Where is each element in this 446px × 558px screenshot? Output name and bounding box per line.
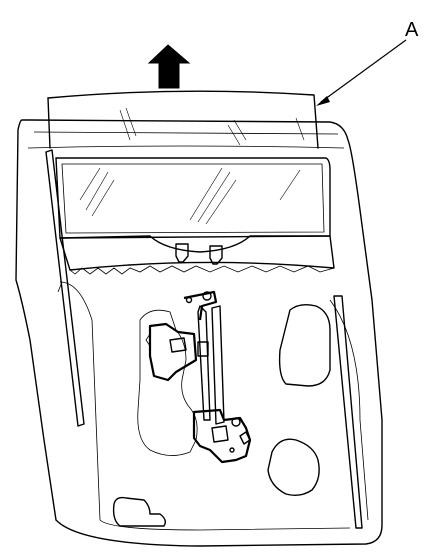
- callout-label-a: A: [405, 19, 419, 41]
- front-glass-run-channel: [45, 149, 85, 427]
- service-hole-large-center: [137, 309, 198, 456]
- callout-leader-line: [316, 39, 407, 106]
- window-reflection-lines: [79, 167, 301, 225]
- glass-mounting-bracket-right: [209, 245, 223, 265]
- door-glass-panel: [47, 90, 319, 149]
- inner-panel-contours: [57, 281, 369, 531]
- window-opening-frame: [55, 157, 331, 239]
- glass-reflection-lines: [119, 107, 305, 146]
- rear-glass-run-channel: [333, 295, 363, 529]
- glass-lower-edge: [59, 235, 335, 275]
- window-regulator: [145, 290, 252, 464]
- glass-mounting-bracket-left: [175, 243, 189, 263]
- service-hole-bottom-front: [112, 496, 167, 527]
- service-hole-upper-rear: [278, 303, 331, 387]
- up-arrow-icon: [147, 44, 191, 89]
- service-hole-lower-rear: [267, 438, 320, 497]
- door-outer-shell: [15, 119, 383, 547]
